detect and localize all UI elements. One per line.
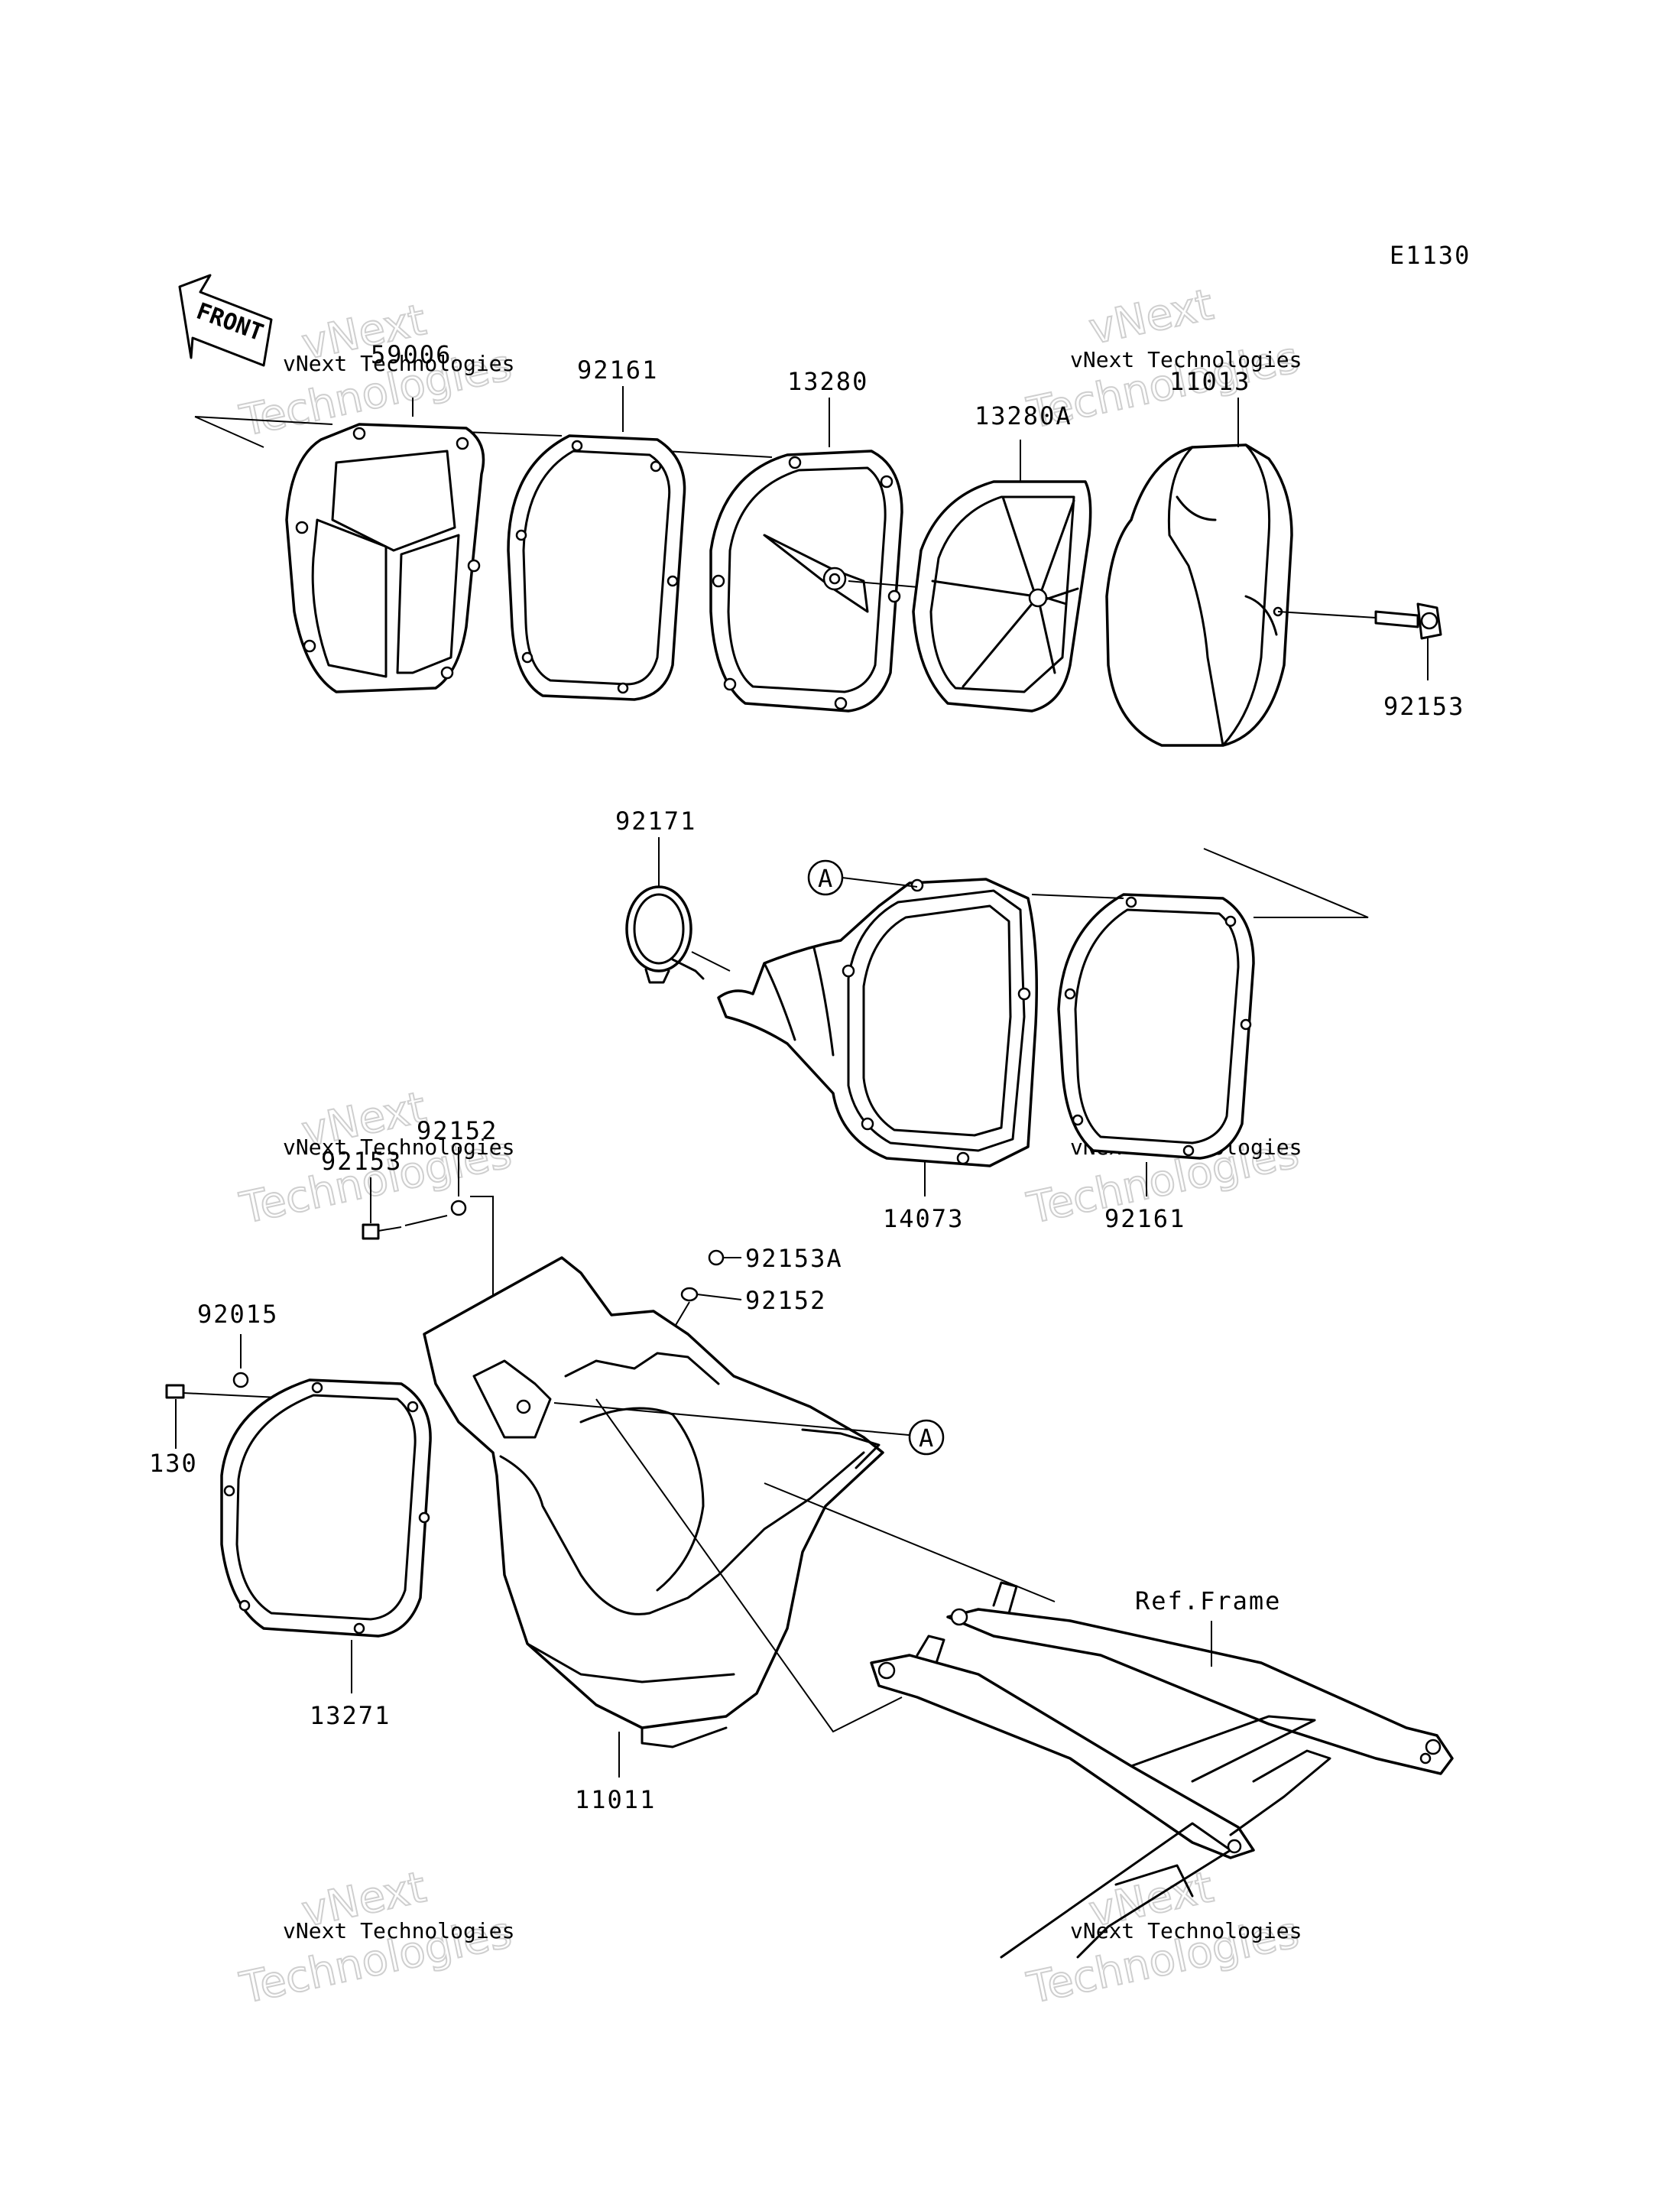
- assembly-line-frame: [595, 1398, 1056, 1733]
- svg-text:vNext Technologies: vNext Technologies: [283, 351, 514, 376]
- callout-11013: 11013: [1169, 367, 1250, 396]
- part-13280A-filter-cage: [912, 480, 1092, 713]
- part-92152-nut-left: [450, 1147, 467, 1216]
- svg-text:A: A: [919, 1424, 935, 1453]
- part-11013-filter-element: [1105, 443, 1293, 747]
- part-11011-air-box: [423, 1256, 884, 1748]
- callout-92161-top: 92161: [577, 356, 658, 385]
- part-92171-clamp: [625, 885, 705, 984]
- part-92153-bolt-left: [362, 1177, 448, 1240]
- assembly-line-mid: [1031, 848, 1369, 918]
- callout-130: 130: [149, 1449, 198, 1478]
- marker-a-bottom: A: [908, 1419, 945, 1456]
- svg-text:vNext Technologies: vNext Technologies: [1070, 347, 1302, 372]
- axis-line-clamp: [691, 951, 731, 972]
- svg-text:FRONT: FRONT: [193, 298, 267, 347]
- callout-92153-top: 92153: [1383, 692, 1464, 721]
- part-92153-bolt-top: [1277, 602, 1442, 680]
- part-ref-frame: [870, 1581, 1454, 1959]
- callout-92152-right: 92152: [745, 1286, 826, 1315]
- part-92161-gasket-top: [507, 434, 686, 701]
- callout-92171: 92171: [615, 807, 696, 836]
- svg-text:A: A: [818, 864, 834, 893]
- callout-ref-frame: Ref.Frame: [1135, 1586, 1281, 1615]
- callout-13280A: 13280A: [975, 401, 1072, 430]
- part-92152-nut-right: [672, 1287, 742, 1331]
- callout-92153A: 92153A: [745, 1244, 843, 1273]
- callout-92152-left: 92152: [417, 1116, 498, 1145]
- callout-13280: 13280: [787, 367, 868, 396]
- axis-line-marker-a: [553, 1402, 918, 1437]
- svg-text:vNext Technologies: vNext Technologies: [283, 1135, 514, 1160]
- callout-14073: 14073: [883, 1204, 964, 1233]
- watermark-bottom-left: vNext Technologies vNext Technologies: [235, 1862, 516, 2015]
- svg-text:vNext Technologies: vNext Technologies: [283, 1918, 514, 1943]
- svg-text:vNext Technologies: vNext Technologies: [1070, 1918, 1302, 1943]
- callout-13271: 13271: [310, 1701, 391, 1730]
- callout-11011: 11011: [575, 1785, 656, 1814]
- diagram-code: E1130: [1390, 241, 1471, 270]
- part-92015-washer: [232, 1334, 249, 1388]
- part-13280-filter-holder: [709, 450, 903, 713]
- part-14073-air-duct: [717, 878, 1038, 1167]
- marker-a-top: A: [807, 859, 918, 896]
- callout-59006: 59006: [371, 340, 452, 369]
- part-92161-gasket-mid: [1057, 893, 1255, 1160]
- part-92153A-bolt: [708, 1249, 741, 1266]
- watermark-bottom-right: vNext Technologies vNext Technologies: [1022, 1862, 1303, 2015]
- front-arrow-icon: FRONT: [178, 274, 273, 367]
- assembly-line-top-left: [194, 416, 333, 448]
- callout-92161-mid: 92161: [1104, 1204, 1185, 1233]
- callout-92015: 92015: [197, 1300, 278, 1329]
- callout-92153-left: 92153: [321, 1147, 402, 1176]
- svg-text:vNext: vNext: [1085, 280, 1218, 355]
- part-59006-screen: [285, 423, 485, 693]
- part-13271-gasket: [220, 1378, 432, 1638]
